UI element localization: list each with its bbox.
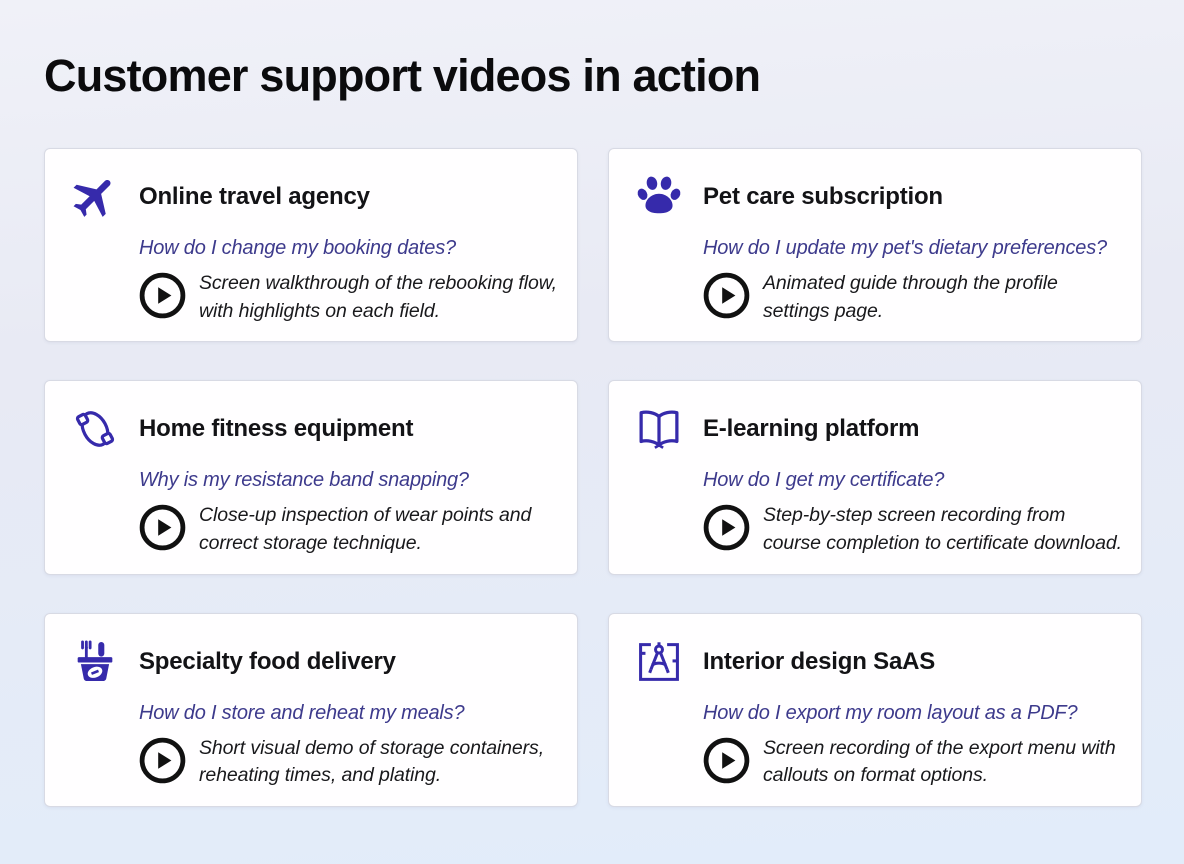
food-basket-icon [67,634,123,690]
play-button[interactable] [139,272,186,319]
support-video-card: Specialty food delivery How do I store a… [44,612,578,808]
card-question: How do I store and reheat my meals? [139,701,465,724]
card-header: Specialty food delivery [67,634,561,690]
resistance-band-icon [67,401,123,457]
card-header: Home fitness equipment [67,401,561,457]
drafting-compass-icon [631,634,687,690]
card-header: Interior design SaAS [631,634,1125,690]
open-book-icon [631,401,687,457]
card-header: Online travel agency [67,169,561,225]
video-description: Short visual demo of storage containers,… [199,736,545,787]
card-title: Online travel agency [139,183,370,210]
play-icon [139,505,186,551]
video-preview-row: Animated guide through the profile setti… [703,270,1125,325]
video-preview-row: Screen recording of the export menu with… [703,735,1125,790]
cards-grid: Online travel agency How do I change my … [44,148,1142,808]
support-video-card: Pet care subscription How do I update my… [608,148,1142,343]
paw-icon [631,169,687,225]
card-question: Why is my resistance band snapping? [139,469,469,492]
card-question: How do I update my pet's dietary prefere… [703,237,1107,259]
card-question: How do I change my booking dates? [139,237,456,259]
video-preview-row: Short visual demo of storage containers,… [139,735,561,790]
video-preview-row: Screen walkthrough of the rebooking flow… [139,270,561,325]
video-preview-row: Step-by-step screen recording from cours… [703,502,1125,557]
card-title: Specialty food delivery [139,647,396,675]
play-button[interactable] [139,504,186,551]
airplane-icon [67,169,123,225]
video-description: Close-up inspection of wear points and c… [199,504,532,555]
card-header: E-learning platform [631,401,1125,457]
card-question: How do I export my room layout as a PDF? [703,701,1078,724]
support-video-card: Home fitness equipment Why is my resista… [44,380,578,575]
video-description: Animated guide through the profile setti… [763,272,1058,322]
video-preview-row: Close-up inspection of wear points and c… [139,502,561,557]
card-title: E-learning platform [703,415,920,443]
card-title: Pet care subscription [703,183,943,210]
play-button[interactable] [703,504,750,551]
play-button[interactable] [703,737,750,784]
play-icon [703,505,750,551]
support-video-card: Interior design SaAS How do I export my … [608,612,1142,808]
card-title: Home fitness equipment [139,415,414,443]
play-icon [703,737,750,784]
video-description: Screen walkthrough of the rebooking flow… [199,272,557,322]
page: Customer support videos in action Online… [44,50,1142,808]
page-title: Customer support videos in action [44,50,761,101]
play-icon [139,737,186,784]
video-description: Step-by-step screen recording from cours… [763,504,1122,555]
support-video-card: Online travel agency How do I change my … [44,148,578,343]
play-icon [139,272,186,319]
card-title: Interior design SaAS [703,647,936,675]
support-video-card: E-learning platform How do I get my cert… [608,380,1142,575]
card-question: How do I get my certificate? [703,469,945,492]
card-header: Pet care subscription [631,169,1125,225]
video-description: Screen recording of the export menu with… [763,736,1116,787]
play-button[interactable] [703,272,750,319]
play-icon [703,272,750,319]
play-button[interactable] [139,737,186,784]
